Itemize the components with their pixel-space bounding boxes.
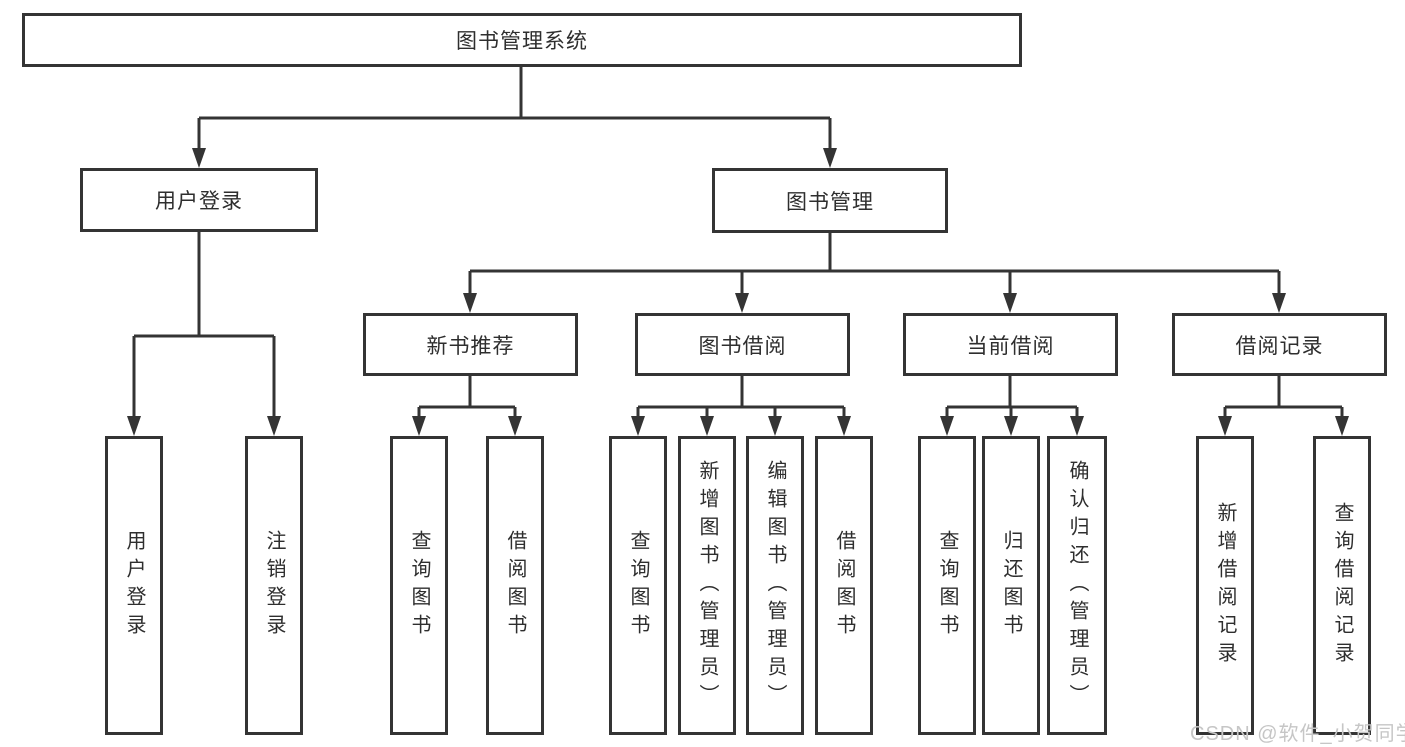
node-root: 图书管理系统 (22, 13, 1022, 67)
node-book-management: 图书管理 (712, 168, 948, 233)
leaf-user-login-label: 用户登录 (123, 529, 145, 642)
node-root-label: 图书管理系统 (456, 30, 588, 53)
watermark: CSDN @软件_小贺同学 (1190, 723, 1405, 745)
leaf-borrow-edit-book-admin-label: 编辑图书（管理员） (764, 459, 786, 712)
leaf-borrow-add-book-admin-label: 新增图书（管理员） (696, 459, 718, 712)
node-book-borrow-label: 图书借阅 (698, 334, 787, 358)
leaf-recommend-borrow-book-label: 借阅图书 (504, 529, 526, 642)
leaf-current-query-book: 查询图书 (918, 436, 976, 735)
arrowheads (127, 148, 1349, 436)
node-book-management-label: 图书管理 (786, 190, 874, 214)
node-new-book-recommend: 新书推荐 (363, 313, 578, 376)
leaf-borrow-query-book-label: 查询图书 (627, 529, 649, 642)
node-new-book-recommend-label: 新书推荐 (426, 334, 515, 358)
leaf-records-add-record: 新增借阅记录 (1196, 436, 1254, 735)
leaf-borrow-add-book-admin: 新增图书（管理员） (678, 436, 736, 735)
connector-paths (132, 67, 1344, 421)
leaf-borrow-edit-book-admin: 编辑图书（管理员） (746, 436, 804, 735)
leaf-recommend-query-book-label: 查询图书 (408, 529, 430, 642)
leaf-records-query-record: 查询借阅记录 (1313, 436, 1371, 735)
leaf-logout: 注销登录 (245, 436, 303, 735)
leaf-current-return-book-label: 归还图书 (1000, 529, 1022, 642)
node-user-login-label: 用户登录 (155, 190, 243, 213)
node-user-login: 用户登录 (80, 168, 318, 232)
leaf-logout-label: 注销登录 (263, 529, 285, 642)
leaf-borrow-borrow-book-label: 借阅图书 (833, 529, 855, 642)
node-borrow-records: 借阅记录 (1172, 313, 1387, 376)
leaf-current-confirm-return-admin-label: 确认归还（管理员） (1066, 459, 1088, 712)
leaf-recommend-borrow-book: 借阅图书 (486, 436, 544, 735)
node-borrow-records-label: 借阅记录 (1235, 334, 1324, 358)
leaf-borrow-query-book: 查询图书 (609, 436, 667, 735)
node-current-borrow: 当前借阅 (903, 313, 1118, 376)
leaf-current-query-book-label: 查询图书 (936, 529, 958, 642)
node-current-borrow-label: 当前借阅 (966, 334, 1055, 358)
leaf-user-login: 用户登录 (105, 436, 163, 735)
leaf-records-query-record-label: 查询借阅记录 (1331, 501, 1353, 670)
leaf-records-add-record-label: 新增借阅记录 (1214, 501, 1236, 670)
leaf-current-return-book: 归还图书 (982, 436, 1040, 735)
node-book-borrow: 图书借阅 (635, 313, 850, 376)
leaf-borrow-borrow-book: 借阅图书 (815, 436, 873, 735)
leaf-recommend-query-book: 查询图书 (390, 436, 448, 735)
leaf-current-confirm-return-admin: 确认归还（管理员） (1047, 436, 1107, 735)
